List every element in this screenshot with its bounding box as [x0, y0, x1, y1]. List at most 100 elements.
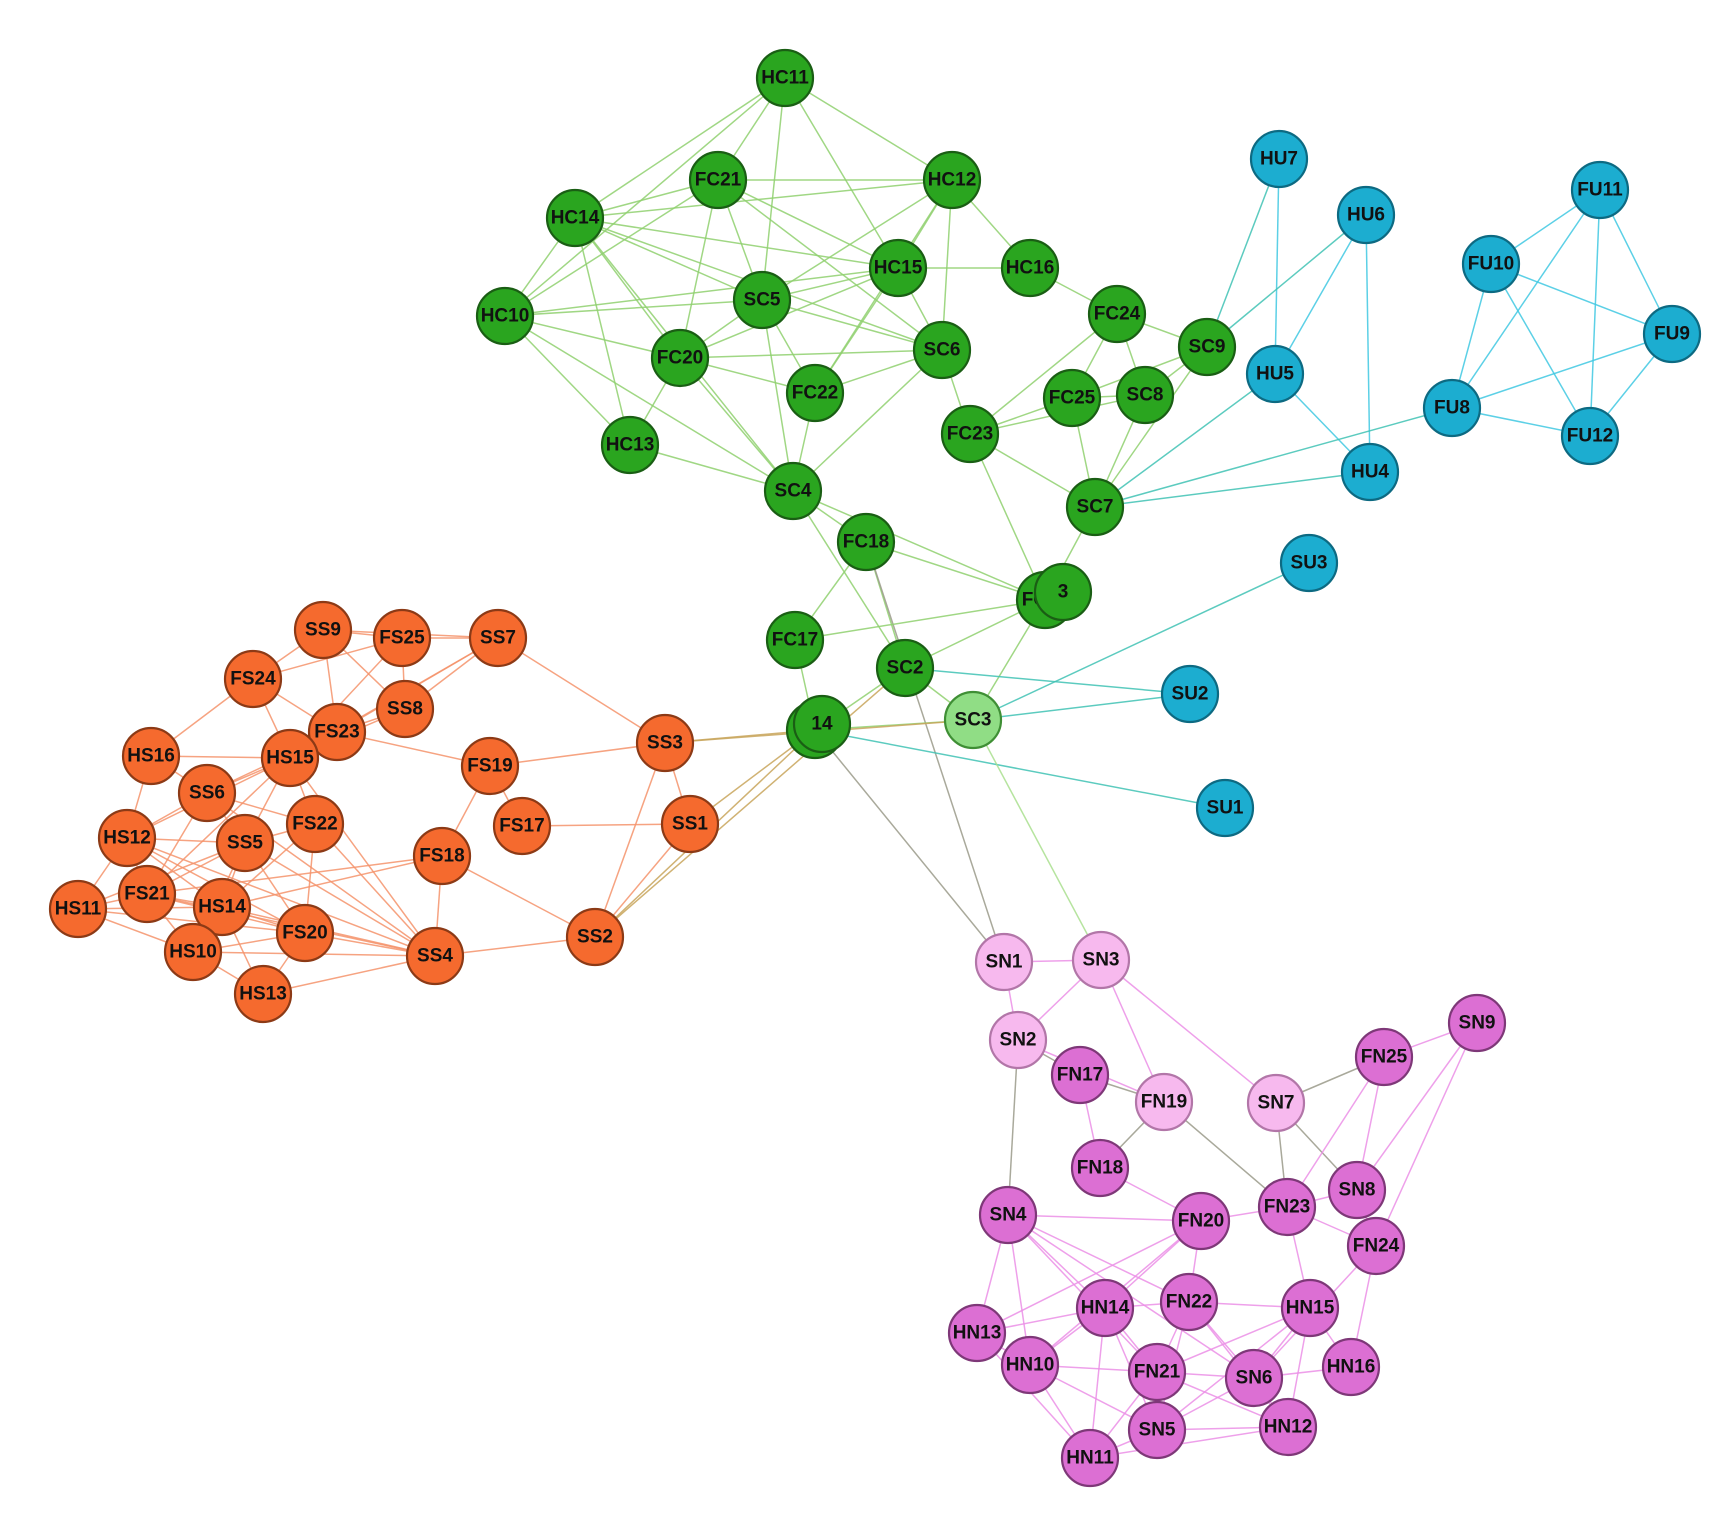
node-FC17[interactable]: FC17: [765, 610, 825, 670]
edge-SS3-FS19: [489, 742, 666, 767]
node-SS6[interactable]: SS6: [177, 763, 237, 823]
node-SN5[interactable]: SN5: [1127, 1400, 1187, 1460]
node-SC5[interactable]: SC5: [732, 270, 792, 330]
node-HN11[interactable]: HN11: [1060, 1428, 1120, 1488]
node-HC13[interactable]: HC13: [600, 415, 660, 475]
node-label: SC7: [1077, 497, 1114, 518]
node-HS13[interactable]: HS13: [233, 964, 293, 1024]
node-SS5[interactable]: SS5: [215, 813, 275, 873]
node-SC9[interactable]: SC9: [1177, 317, 1237, 377]
node-SS1[interactable]: SS1: [660, 794, 720, 854]
node-HU5[interactable]: HU5: [1245, 344, 1305, 404]
node-N14[interactable]: 14: [792, 694, 852, 754]
node-FN17[interactable]: FN17: [1050, 1045, 1110, 1105]
node-circle-icon: [943, 690, 1003, 750]
node-FN18[interactable]: FN18: [1070, 1138, 1130, 1198]
node-FS23[interactable]: FS23: [307, 702, 367, 762]
node-label: HS15: [266, 748, 314, 769]
node-FN23[interactable]: FN23: [1257, 1177, 1317, 1237]
node-HC14[interactable]: HC14: [545, 188, 605, 248]
node-FN20[interactable]: FN20: [1171, 1191, 1231, 1251]
node-FU12[interactable]: FU12: [1560, 406, 1620, 466]
node-SN4[interactable]: SN4: [978, 1185, 1038, 1245]
node-HN15[interactable]: HN15: [1280, 1278, 1340, 1338]
node-FC18[interactable]: FC18: [836, 512, 896, 572]
node-HU4[interactable]: HU4: [1340, 442, 1400, 502]
node-FC24[interactable]: FC24: [1087, 284, 1147, 344]
edge-FN25-FN23: [1286, 1056, 1385, 1208]
node-SN3[interactable]: SN3: [1071, 930, 1131, 990]
node-SN1[interactable]: SN1: [974, 932, 1034, 992]
node-HC16[interactable]: HC16: [1000, 238, 1060, 298]
node-SN2[interactable]: SN2: [988, 1010, 1048, 1070]
node-SC6[interactable]: SC6: [912, 320, 972, 380]
node-HS11[interactable]: HS11: [48, 879, 108, 939]
node-FU9[interactable]: FU9: [1642, 304, 1702, 364]
node-FS21[interactable]: FS21: [117, 864, 177, 924]
node-SS3[interactable]: SS3: [635, 713, 695, 773]
node-FU10[interactable]: FU10: [1461, 234, 1521, 294]
node-HN13[interactable]: HN13: [947, 1303, 1007, 1363]
node-circle-icon: [1321, 1337, 1381, 1397]
node-HN10[interactable]: HN10: [1000, 1335, 1060, 1395]
node-SC7[interactable]: SC7: [1065, 477, 1125, 537]
node-HN14[interactable]: HN14: [1075, 1278, 1135, 1338]
node-HC11[interactable]: HC11: [755, 48, 815, 108]
node-FN19[interactable]: FN19: [1134, 1072, 1194, 1132]
node-FC22[interactable]: FC22: [785, 363, 845, 423]
node-FS17[interactable]: FS17: [492, 796, 552, 856]
node-SS7[interactable]: SS7: [468, 608, 528, 668]
node-FU8[interactable]: FU8: [1422, 378, 1482, 438]
node-FU11[interactable]: FU11: [1570, 160, 1630, 220]
node-FC21[interactable]: FC21: [688, 150, 748, 210]
node-SS2[interactable]: SS2: [565, 907, 625, 967]
node-FC23[interactable]: FC23: [940, 404, 1000, 464]
node-HS14[interactable]: HS14: [192, 877, 252, 937]
node-HC12[interactable]: HC12: [922, 150, 982, 210]
node-FN21[interactable]: FN21: [1127, 1342, 1187, 1402]
node-HN12[interactable]: HN12: [1258, 1397, 1318, 1457]
node-HC15[interactable]: HC15: [868, 238, 928, 298]
node-label: SU3: [1291, 553, 1328, 574]
node-SU3[interactable]: SU3: [1279, 533, 1339, 593]
edge-FU10-FU12: [1490, 263, 1591, 437]
node-N3[interactable]: 3: [1033, 562, 1093, 622]
node-FC25[interactable]: FC25: [1042, 368, 1102, 428]
node-label: HU5: [1256, 364, 1294, 385]
node-SN7[interactable]: SN7: [1246, 1073, 1306, 1133]
node-HN16[interactable]: HN16: [1321, 1337, 1381, 1397]
node-FN25[interactable]: FN25: [1354, 1027, 1414, 1087]
node-HS16[interactable]: HS16: [121, 726, 181, 786]
node-circle-icon: [1075, 1278, 1135, 1338]
node-SC3[interactable]: SC3: [943, 690, 1003, 750]
node-SU1[interactable]: SU1: [1195, 778, 1255, 838]
node-FN22[interactable]: FN22: [1159, 1272, 1219, 1332]
node-HS12[interactable]: HS12: [97, 808, 157, 868]
node-label: HS14: [198, 897, 246, 918]
node-FC20[interactable]: FC20: [650, 328, 710, 388]
node-FS20[interactable]: FS20: [275, 903, 335, 963]
edge-SN2-SN4: [1007, 1039, 1019, 1216]
node-SS8[interactable]: SS8: [375, 679, 435, 739]
node-FN24[interactable]: FN24: [1346, 1216, 1406, 1276]
node-HU7[interactable]: HU7: [1249, 129, 1309, 189]
node-FS25[interactable]: FS25: [372, 608, 432, 668]
node-SS4[interactable]: SS4: [405, 926, 465, 986]
node-SN8[interactable]: SN8: [1327, 1160, 1387, 1220]
node-SS9[interactable]: SS9: [293, 600, 353, 660]
node-HC10[interactable]: HC10: [475, 286, 535, 346]
node-circle-icon: [565, 907, 625, 967]
node-FS19[interactable]: FS19: [460, 736, 520, 796]
node-SN6[interactable]: SN6: [1224, 1348, 1284, 1408]
node-HS15[interactable]: HS15: [260, 728, 320, 788]
node-FS18[interactable]: FS18: [412, 826, 472, 886]
node-SC2[interactable]: SC2: [875, 638, 935, 698]
node-SC8[interactable]: SC8: [1115, 365, 1175, 425]
node-SC4[interactable]: SC4: [763, 461, 823, 521]
node-SN9[interactable]: SN9: [1447, 993, 1507, 1053]
node-SU2[interactable]: SU2: [1160, 664, 1220, 724]
node-FS24[interactable]: FS24: [223, 649, 283, 709]
node-FS22[interactable]: FS22: [285, 794, 345, 854]
node-HS10[interactable]: HS10: [163, 922, 223, 982]
node-HU6[interactable]: HU6: [1336, 185, 1396, 245]
